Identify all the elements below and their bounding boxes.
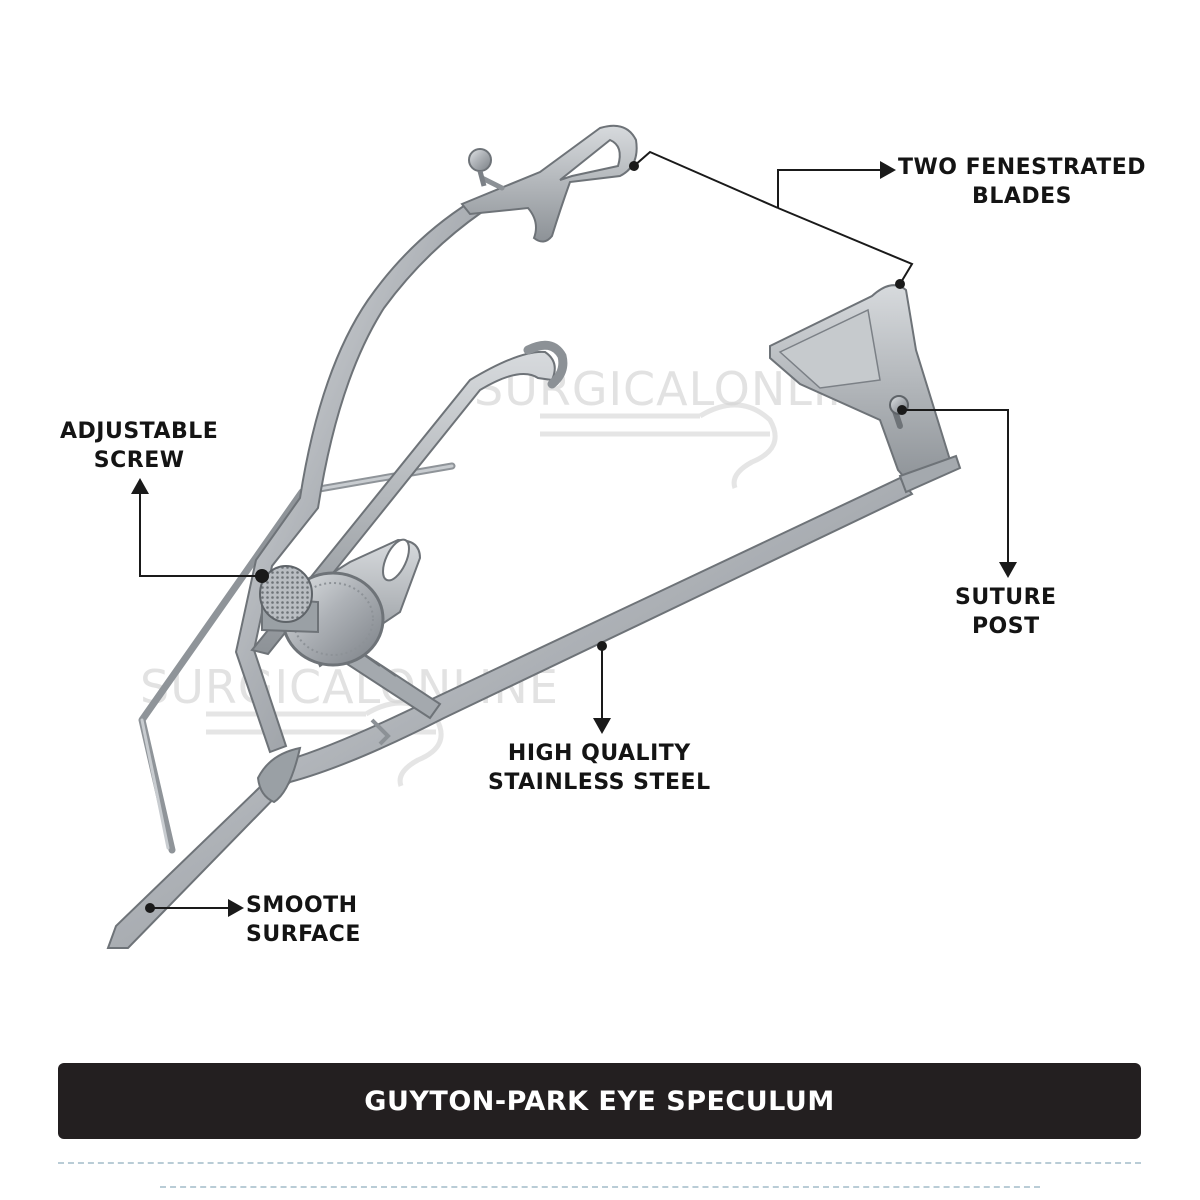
arrow-up-icon (131, 478, 149, 494)
dashed-divider (58, 1162, 1141, 1164)
callout-two-fenestrated-blades: TWO FENESTRATED BLADES (898, 153, 1146, 211)
callout-line: SUTURE (955, 585, 1057, 610)
product-title-bar: GUYTON-PARK EYE SPECULUM (58, 1063, 1141, 1139)
adjustable-screw-icon (255, 565, 385, 667)
arrow-down-icon (999, 562, 1017, 578)
callout-suture-post: SUTURE POST (955, 583, 1057, 641)
callout-line: SMOOTH (246, 893, 358, 918)
wire-frame (138, 462, 456, 854)
callout-line: SCREW (93, 448, 185, 473)
callout-leaders (139, 150, 1009, 909)
upper-blade (460, 124, 638, 243)
lower-blade (769, 284, 962, 494)
callout-line: TWO FENESTRATED (898, 155, 1147, 180)
arrow-right-icon (880, 161, 896, 179)
callout-line: HIGH QUALITY (507, 741, 691, 766)
callout-stainless-steel: HIGH QUALITY STAINLESS STEEL (488, 739, 711, 797)
arrow-right-icon (228, 899, 244, 917)
callout-smooth-surface: SMOOTH SURFACE (246, 891, 361, 949)
callout-line: POST (971, 614, 1040, 639)
callout-arrowheads (131, 161, 1017, 917)
leader-dots (145, 161, 905, 913)
callout-line: BLADES (972, 184, 1072, 209)
dashed-divider (160, 1186, 1040, 1188)
callout-line: ADJUSTABLE (60, 419, 219, 444)
product-title: GUYTON-PARK EYE SPECULUM (364, 1085, 835, 1117)
callout-line: STAINLESS STEEL (488, 770, 711, 795)
callout-adjustable-screw: ADJUSTABLE SCREW (60, 417, 218, 475)
callout-line: SURFACE (246, 922, 361, 947)
arrow-down-icon (593, 718, 611, 734)
